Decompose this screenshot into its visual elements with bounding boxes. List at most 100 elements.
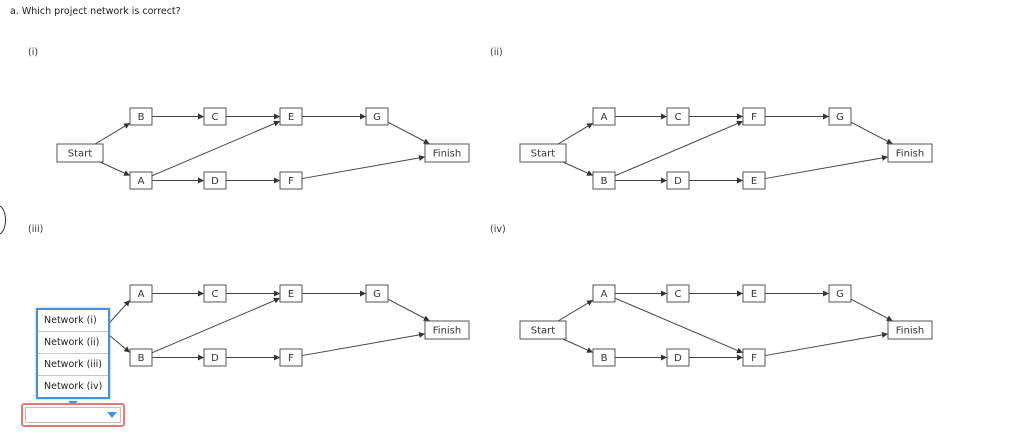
node-iv-n4: G xyxy=(828,284,852,303)
node-ii-n4: G xyxy=(828,107,852,126)
node-i-n1: B xyxy=(129,107,153,126)
node-ii-n7: E xyxy=(742,171,766,190)
node-iii-n6: D xyxy=(203,348,227,367)
node-label-ii-finish: Finish xyxy=(896,149,924,160)
node-label-i-start: Start xyxy=(68,149,93,160)
node-label-iii-n4: G xyxy=(373,289,381,300)
node-label-ii-start: Start xyxy=(531,149,556,160)
node-label-iii-n6: D xyxy=(211,353,219,364)
edge-ii-n4-finish xyxy=(850,121,893,145)
node-iii-n3: E xyxy=(279,284,303,303)
node-label-i-n4: G xyxy=(373,112,381,123)
node-label-iii-n7: F xyxy=(288,353,294,364)
node-label-i-n6: D xyxy=(211,176,219,187)
option-network-i[interactable]: Network (i) xyxy=(38,310,108,332)
node-label-iii-n5: B xyxy=(138,353,145,364)
node-label-ii-n6: D xyxy=(674,176,682,187)
edge-ii-n7-finish xyxy=(764,154,889,180)
node-label-iv-finish: Finish xyxy=(896,326,924,337)
chevron-down-icon[interactable] xyxy=(107,412,117,418)
node-label-iv-n5: B xyxy=(601,353,608,364)
node-label-iv-n3: E xyxy=(751,289,757,300)
node-label-iii-n2: C xyxy=(212,289,219,300)
edge-i-start-n5 xyxy=(99,161,131,176)
node-iii-n2: C xyxy=(203,284,227,303)
edge-iv-n1-n7 xyxy=(614,297,744,354)
node-label-i-finish: Finish xyxy=(433,149,461,160)
node-iii-finish: Finish xyxy=(424,320,470,340)
node-iv-n3: E xyxy=(742,284,766,303)
edge-i-n5-n3 xyxy=(151,120,281,177)
node-ii-n1: A xyxy=(592,107,616,126)
edge-i-n7-finish xyxy=(301,154,426,180)
node-iv-n6: D xyxy=(666,348,690,367)
node-label-ii-n2: C xyxy=(675,112,682,123)
node-iv-start: Start xyxy=(519,320,567,340)
node-iv-n1: A xyxy=(592,284,616,303)
node-i-n2: C xyxy=(203,107,227,126)
option-network-iii[interactable]: Network (iii) xyxy=(38,354,108,376)
node-label-i-n1: B xyxy=(138,112,145,123)
node-iv-n2: C xyxy=(666,284,690,303)
node-label-ii-n4: G xyxy=(836,112,844,123)
edge-iii-n7-finish xyxy=(301,331,426,357)
node-label-ii-n1: A xyxy=(601,112,608,123)
node-ii-n2: C xyxy=(666,107,690,126)
edge-iv-start-n1 xyxy=(557,299,594,322)
node-iii-n5: B xyxy=(129,348,153,367)
node-i-start: Start xyxy=(56,143,104,163)
node-label-i-n3: E xyxy=(288,112,294,123)
node-label-iv-start: Start xyxy=(531,326,556,337)
network-label-iv: (iv) xyxy=(490,224,506,235)
option-network-iv[interactable]: Network (iv) xyxy=(38,376,108,397)
node-label-iv-n1: A xyxy=(601,289,608,300)
node-ii-n5: B xyxy=(592,171,616,190)
node-label-i-n5: A xyxy=(138,176,145,187)
node-i-n4: G xyxy=(365,107,389,126)
node-label-iv-n4: G xyxy=(836,289,844,300)
node-label-iv-n6: D xyxy=(674,353,682,364)
node-iii-n1: A xyxy=(129,284,153,303)
node-ii-start: Start xyxy=(519,143,567,163)
node-ii-finish: Finish xyxy=(887,143,933,163)
node-label-ii-n5: B xyxy=(601,176,608,187)
node-label-ii-n3: F xyxy=(751,112,757,123)
question-text: a. Which project network is correct? xyxy=(10,6,181,17)
node-iv-n5: B xyxy=(592,348,616,367)
node-i-n7: F xyxy=(279,171,303,190)
node-label-i-n2: C xyxy=(212,112,219,123)
node-i-n5: A xyxy=(129,171,153,190)
option-network-ii[interactable]: Network (ii) xyxy=(38,332,108,354)
node-label-iv-n2: C xyxy=(675,289,682,300)
node-iv-n7: F xyxy=(742,348,766,367)
node-label-iii-n3: E xyxy=(288,289,294,300)
edge-ii-n5-n3 xyxy=(614,120,744,177)
node-iii-n7: F xyxy=(279,348,303,367)
network-label-iii: (iii) xyxy=(28,224,44,235)
network-label-ii: (ii) xyxy=(490,47,503,58)
node-label-ii-n7: E xyxy=(751,176,757,187)
node-i-n6: D xyxy=(203,171,227,190)
edge-iii-n4-finish xyxy=(387,298,430,322)
node-label-iv-n7: F xyxy=(751,353,757,364)
node-iv-finish: Finish xyxy=(887,320,933,340)
node-ii-n6: D xyxy=(666,171,690,190)
network-label-i: (i) xyxy=(28,47,39,58)
node-label-iii-finish: Finish xyxy=(433,326,461,337)
node-label-i-n7: F xyxy=(288,176,294,187)
edge-iv-n7-finish xyxy=(764,331,889,357)
answer-select-value xyxy=(25,407,121,423)
edge-i-n4-finish xyxy=(387,121,430,145)
edge-ii-start-n1 xyxy=(557,122,594,145)
edge-ii-start-n5 xyxy=(562,161,594,176)
node-i-n3: E xyxy=(279,107,303,126)
edge-i-start-n1 xyxy=(94,122,131,145)
edge-iv-n4-finish xyxy=(850,298,893,322)
node-label-iii-n1: A xyxy=(138,289,145,300)
node-ii-n3: F xyxy=(742,107,766,126)
node-i-finish: Finish xyxy=(424,143,470,163)
answer-options-list[interactable]: Network (i) Network (ii) Network (iii) N… xyxy=(36,308,110,399)
answer-select[interactable] xyxy=(21,403,125,427)
edge-iii-n5-n3 xyxy=(151,297,281,354)
